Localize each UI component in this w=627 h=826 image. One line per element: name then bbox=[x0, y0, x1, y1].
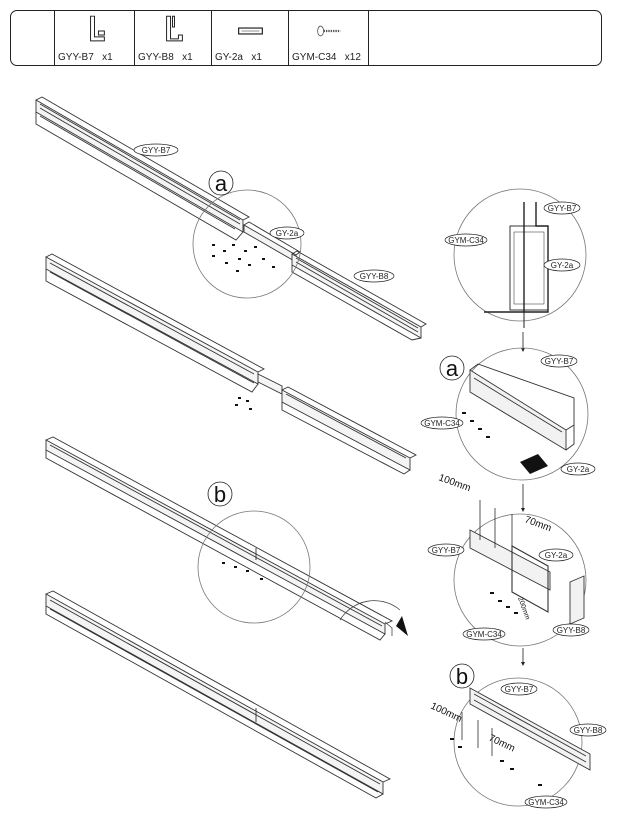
step-marker-a-right: a bbox=[439, 355, 465, 381]
cross-section bbox=[484, 202, 549, 328]
label-b7-detail-b: GYY-B7 bbox=[500, 682, 538, 696]
screws-detail-b bbox=[450, 738, 542, 786]
svg-text:GYY-B7: GYY-B7 bbox=[432, 546, 461, 555]
label-b8-dims: GYY-B8 bbox=[552, 623, 590, 637]
label-b8-stage1: GYY-B8 bbox=[353, 269, 395, 283]
dim-100mm-a: 100mm bbox=[437, 472, 472, 494]
svg-text:b: b bbox=[214, 482, 226, 507]
screws-detail-dims bbox=[490, 592, 518, 614]
label-gy2a-dims: GY-2a bbox=[538, 548, 574, 562]
screw-icon bbox=[317, 25, 341, 37]
svg-text:GY-2a: GY-2a bbox=[276, 229, 299, 238]
screws-stage2 bbox=[235, 397, 252, 410]
section-circle bbox=[453, 188, 587, 322]
label-c34-section: GYM-C34 bbox=[444, 233, 488, 247]
rail-b7-stage1 bbox=[35, 96, 250, 241]
svg-text:GYY-B7: GYY-B7 bbox=[545, 357, 574, 366]
rotate-arrow-icon bbox=[396, 616, 408, 636]
screws-scatter-b bbox=[222, 562, 263, 580]
label-b8-detail-b: GYY-B8 bbox=[569, 723, 607, 737]
screws-scatter-a bbox=[212, 244, 275, 272]
dimension-lines-a bbox=[479, 500, 513, 548]
detail-circle-a-right bbox=[455, 347, 589, 481]
rail-b7-stage2 bbox=[45, 253, 265, 393]
parts-table: GYY-B7 x1 GYY-B8 x1 GY-2a x1 GYM-C34 x12 bbox=[10, 10, 602, 66]
label-c34-detail-b: GYM-C34 bbox=[524, 795, 568, 809]
rail-detail-dims bbox=[469, 529, 585, 625]
connector-gy2a-stage2 bbox=[257, 373, 283, 395]
rail-b8-stage2 bbox=[281, 386, 417, 475]
insert-arrow-icon bbox=[520, 454, 548, 474]
dim-200mm: 200mm bbox=[516, 596, 531, 620]
svg-text:GYY-B8: GYY-B8 bbox=[360, 272, 389, 281]
detail-circle-dims bbox=[453, 513, 587, 647]
label-gy2a-detail-a: GY-2a bbox=[560, 462, 596, 476]
svg-text:GY-2a: GY-2a bbox=[545, 551, 568, 560]
svg-text:GYY-B8: GYY-B8 bbox=[557, 626, 586, 635]
label-c34-dims: GYM-C34 bbox=[462, 627, 506, 641]
rail-b8-stage1 bbox=[291, 250, 427, 341]
svg-text:GY-2a: GY-2a bbox=[567, 465, 590, 474]
svg-text:GYM-C34: GYM-C34 bbox=[528, 798, 564, 807]
part-cell-empty bbox=[368, 11, 601, 65]
svg-text:a: a bbox=[215, 171, 228, 196]
screws-detail-a bbox=[462, 412, 490, 438]
dim-70mm-b: 70mm bbox=[487, 733, 517, 755]
label-c34-detail-a: GYM-C34 bbox=[420, 416, 464, 430]
detail-circle-b bbox=[197, 510, 311, 624]
svg-text:GYM-C34: GYM-C34 bbox=[466, 630, 502, 639]
profile-b7-icon bbox=[90, 15, 105, 42]
step-marker-b: b bbox=[207, 481, 233, 507]
connector-icon bbox=[238, 27, 263, 35]
svg-text:a: a bbox=[446, 356, 459, 381]
part-cell-b7: GYY-B7 x1 bbox=[54, 11, 134, 65]
svg-text:GYM-C34: GYM-C34 bbox=[424, 419, 460, 428]
svg-text:GYY-B7: GYY-B7 bbox=[142, 146, 171, 155]
part-cell-c34: GYM-C34 x12 bbox=[288, 11, 368, 65]
profile-b8-icon bbox=[166, 15, 183, 42]
rail-stage3 bbox=[45, 436, 394, 641]
svg-text:GY-2a: GY-2a bbox=[551, 261, 574, 270]
svg-text:GYY-B7: GYY-B7 bbox=[505, 685, 534, 694]
label-b7-detail-a: GYY-B7 bbox=[540, 354, 578, 368]
step-marker-b-right: b bbox=[449, 663, 475, 689]
detail-circle-b-right bbox=[453, 677, 583, 807]
part-cell-b8: GYY-B8 x1 bbox=[134, 11, 211, 65]
rail-detail-a bbox=[469, 363, 575, 451]
end-view-stage3 bbox=[339, 600, 401, 636]
label-b7-stage1: GYY-B7 bbox=[133, 143, 179, 157]
rail-detail-b bbox=[469, 687, 591, 771]
label-gy2a-stage1: GY-2a bbox=[269, 226, 305, 240]
dim-100mm-b: 100mm bbox=[429, 701, 464, 725]
rail-stage4 bbox=[45, 590, 392, 799]
detail-circle-a bbox=[192, 189, 302, 299]
dim-70mm-a: 70mm bbox=[523, 514, 553, 534]
svg-text:GYM-C34: GYM-C34 bbox=[448, 236, 484, 245]
label-b7-section: GYY-B7 bbox=[543, 201, 581, 215]
dimension-lines-b bbox=[461, 712, 493, 756]
label-gy2a-section: GY-2a bbox=[543, 258, 581, 272]
part-cell-gy2a: GY-2a x1 bbox=[211, 11, 288, 65]
svg-text:b: b bbox=[456, 664, 468, 689]
svg-text:GYY-B8: GYY-B8 bbox=[574, 726, 603, 735]
svg-text:GYY-B7: GYY-B7 bbox=[548, 204, 577, 213]
label-b7-dims: GYY-B7 bbox=[427, 543, 465, 557]
step-marker-a: a bbox=[208, 170, 234, 196]
